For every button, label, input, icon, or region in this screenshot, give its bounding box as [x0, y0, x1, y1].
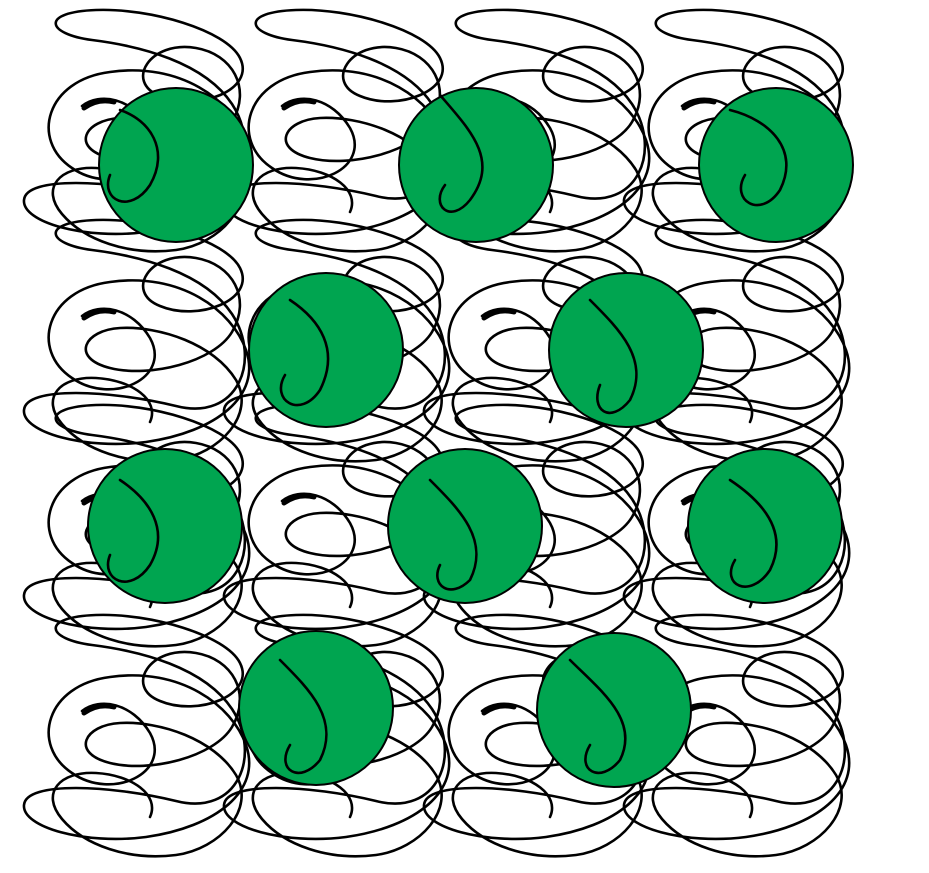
polymer-chain	[24, 220, 249, 461]
nanoparticle	[399, 88, 553, 242]
nanoparticle	[88, 449, 242, 603]
polymer-chain	[24, 615, 249, 856]
nanoparticles-layer	[88, 88, 853, 787]
nanoparticle	[688, 449, 842, 603]
nanoparticle	[239, 631, 393, 785]
nanoparticle	[699, 88, 853, 242]
nanoparticle	[537, 633, 691, 787]
nanoparticle	[388, 449, 542, 603]
nanoparticle	[249, 273, 403, 427]
